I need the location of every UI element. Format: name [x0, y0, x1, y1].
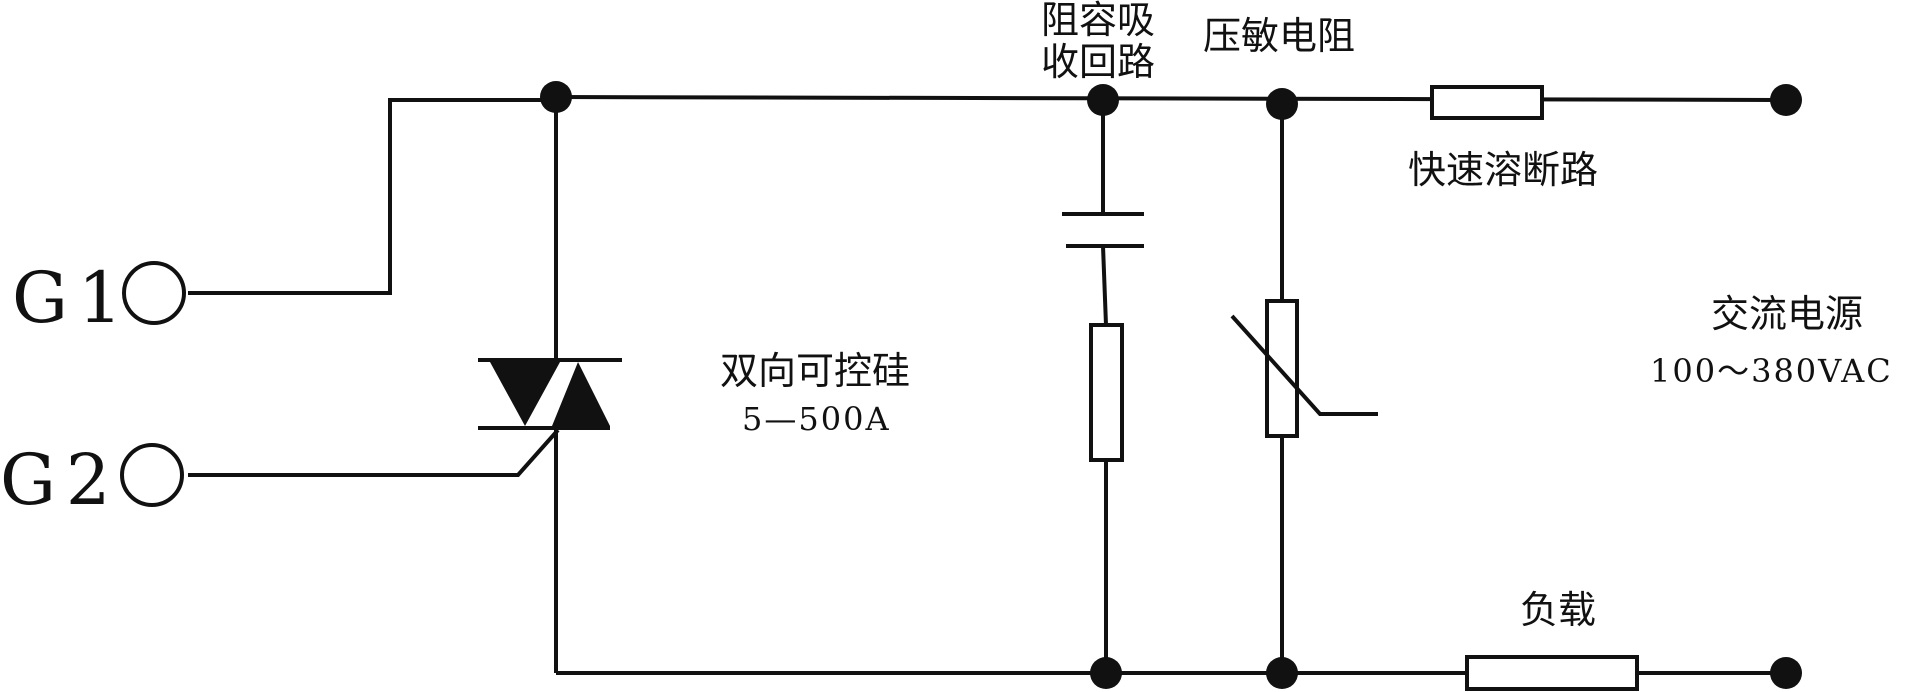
fuse-label: 快速溶断路	[1408, 148, 1598, 192]
wire-g1	[188, 98, 556, 295]
g2-label: G2	[0, 439, 120, 521]
snubber-capacitor	[1062, 212, 1144, 248]
wire-g2	[188, 428, 560, 477]
node-bottom-terminal	[1770, 657, 1802, 689]
junctions	[540, 81, 1802, 689]
node-bottom-snubber	[1090, 657, 1122, 689]
node-top-varistor	[1266, 88, 1298, 120]
varistor-label: 压敏电阻	[1203, 14, 1355, 58]
node-top-triac	[540, 81, 572, 113]
varistor-symbol	[1230, 299, 1378, 438]
node-top-terminal	[1770, 84, 1802, 116]
wire-top-rail	[555, 95, 1787, 102]
node-top-snubber	[1087, 84, 1119, 116]
snubber-label-line1: 阻容吸	[1041, 0, 1155, 42]
triac-triangle-down	[490, 362, 560, 426]
varistor-body	[1265, 299, 1299, 438]
triac-rating-label: 5—500A	[742, 400, 891, 438]
triac-triangle-up	[552, 362, 610, 426]
g2-terminal	[120, 443, 184, 507]
wire-snubber-mid	[1101, 245, 1108, 326]
node-bottom-varistor	[1266, 657, 1298, 689]
fast-fuse	[1430, 85, 1544, 120]
triac-label: 双向可控硅	[720, 349, 910, 393]
ac-rating-label: 100～380VAC	[1650, 352, 1893, 390]
snubber-label-line2: 收回路	[1041, 40, 1155, 84]
load-resistor	[1465, 655, 1639, 691]
snubber-resistor	[1089, 323, 1124, 462]
triac-symbol	[478, 358, 622, 430]
load-label: 负载	[1520, 588, 1596, 632]
ac-source-label: 交流电源	[1711, 292, 1863, 336]
g1-label: G1	[12, 257, 132, 339]
g1-terminal	[122, 261, 186, 325]
varistor-slash	[1230, 314, 1378, 416]
